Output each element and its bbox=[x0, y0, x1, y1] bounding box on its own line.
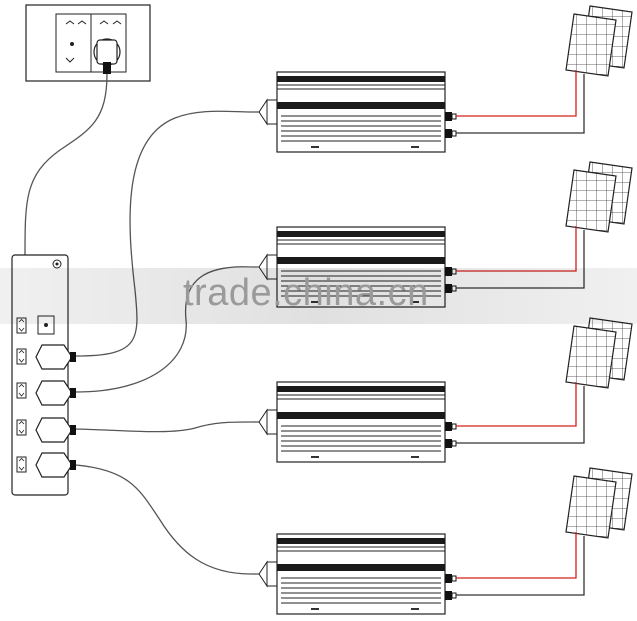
dc-positive-2 bbox=[456, 226, 577, 272]
dc-negative-1 bbox=[456, 74, 585, 134]
inverter-4 bbox=[250, 533, 457, 615]
inverter-3 bbox=[250, 381, 457, 463]
plug-3 bbox=[35, 417, 77, 443]
dc-positive-3 bbox=[456, 382, 577, 427]
watermark-text: trade.china.cn bbox=[183, 272, 429, 314]
dc-negative-3 bbox=[456, 386, 585, 444]
solar-array-3 bbox=[565, 317, 633, 389]
dc-negative-2 bbox=[456, 230, 585, 289]
plug-2 bbox=[35, 380, 77, 406]
ac-cable-2 bbox=[75, 266, 252, 393]
solar-array-2 bbox=[565, 161, 633, 233]
dc-positive-1 bbox=[456, 70, 577, 117]
dc-positive-4 bbox=[456, 532, 577, 579]
solar-array-1 bbox=[565, 5, 633, 77]
ac-cable-3 bbox=[75, 421, 252, 433]
inverter-1 bbox=[250, 71, 457, 153]
plug-4 bbox=[35, 452, 77, 478]
wall-outlet bbox=[25, 4, 151, 82]
solar-array-4 bbox=[565, 467, 633, 539]
ac-cable-4 bbox=[75, 464, 252, 575]
plug-1 bbox=[35, 344, 77, 370]
dc-negative-4 bbox=[456, 536, 585, 596]
ac-cable-1 bbox=[75, 110, 252, 357]
main-cord bbox=[24, 73, 108, 257]
